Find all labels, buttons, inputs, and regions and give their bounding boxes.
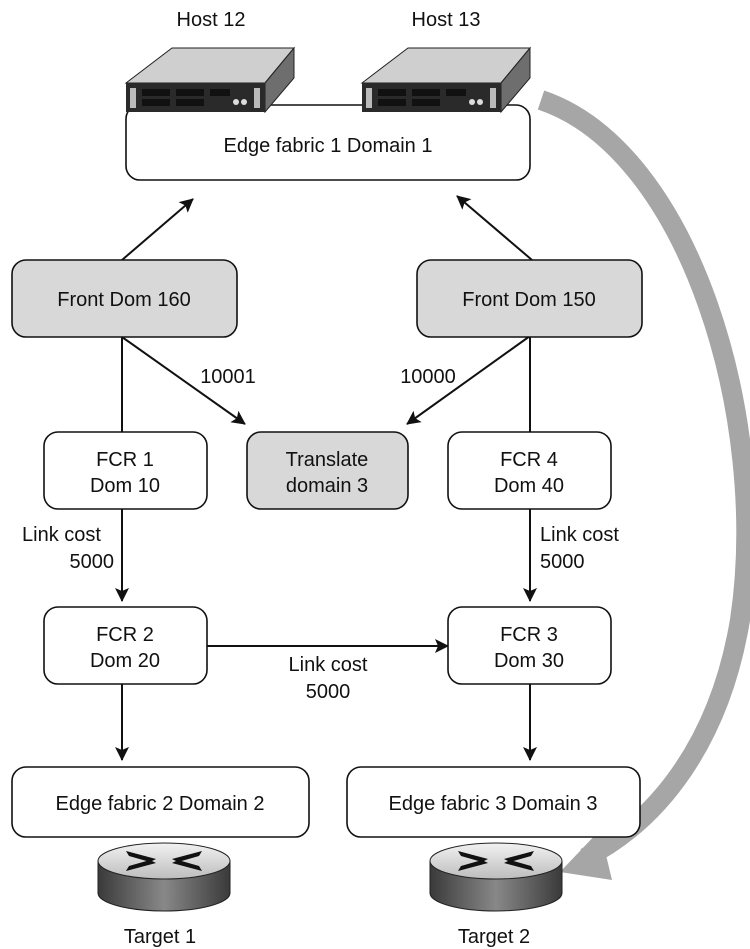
fcr-3-line1: FCR 3 <box>500 624 558 646</box>
translate-domain-node: Translate domain 3 <box>246 431 409 510</box>
link-value-left: 10001 <box>200 366 256 388</box>
fcr-4-node: FCR 4 Dom 40 <box>447 431 612 510</box>
host-12-label: Host 12 <box>177 9 246 31</box>
link-cost-middle-line2: 5000 <box>306 681 351 703</box>
target-2-router <box>429 842 563 912</box>
connectors <box>115 195 537 761</box>
fcr-1-line1: FCR 1 <box>96 449 154 471</box>
fcr-2-line2: Dom 20 <box>90 650 160 672</box>
edge-fabric-1-label: Edge fabric 1 Domain 1 <box>223 135 432 157</box>
fcr-3-node: FCR 3 Dom 30 <box>447 606 612 685</box>
translate-domain-line2: domain 3 <box>286 475 368 497</box>
link-cost-right-line1: Link cost <box>540 524 619 546</box>
fcr-2-node: FCR 2 Dom 20 <box>43 606 208 685</box>
edge-fabric-2-label: Edge fabric 2 Domain 2 <box>55 793 264 815</box>
fcr-2-line1: FCR 2 <box>96 624 154 646</box>
edge-fabric-3-label: Edge fabric 3 Domain 3 <box>388 793 597 815</box>
translate-domain-line1: Translate <box>286 449 369 471</box>
edge-fabric-1-node: Edge fabric 1 Domain 1 <box>125 104 531 181</box>
host-13-server <box>360 46 532 114</box>
front-dom-160-label: Front Dom 160 <box>57 289 190 311</box>
arrow-front160-to-edge1 <box>121 198 194 261</box>
fcr-1-node: FCR 1 Dom 10 <box>43 431 208 510</box>
target-1-label: Target 1 <box>124 926 196 948</box>
link-cost-left-line2: 5000 <box>70 551 115 573</box>
host-13-label: Host 13 <box>412 9 481 31</box>
edge-fabric-3-node: Edge fabric 3 Domain 3 <box>346 766 641 838</box>
front-dom-160-node: Front Dom 160 <box>11 259 238 338</box>
link-cost-right-line2: 5000 <box>540 551 585 573</box>
host-12-server <box>124 46 296 114</box>
fcr-3-line2: Dom 30 <box>494 650 564 672</box>
fcr-4-line1: FCR 4 <box>500 449 558 471</box>
arrow-front150-to-translate <box>406 335 531 425</box>
target-1-router <box>97 842 231 912</box>
link-cost-left-line1: Link cost <box>22 524 101 546</box>
link-value-right: 10000 <box>400 366 456 388</box>
arrow-front150-to-edge1 <box>456 195 533 261</box>
link-cost-middle-line1: Link cost <box>289 654 368 676</box>
target-2-label: Target 2 <box>458 926 530 948</box>
arrow-front160-to-translate <box>121 336 246 425</box>
edge-fabric-2-node: Edge fabric 2 Domain 2 <box>11 766 310 838</box>
fcr-4-line2: Dom 40 <box>494 475 564 497</box>
route-arrow <box>537 90 750 880</box>
front-dom-150-label: Front Dom 150 <box>462 289 595 311</box>
front-dom-150-node: Front Dom 150 <box>416 259 643 338</box>
fcr-1-line2: Dom 10 <box>90 475 160 497</box>
